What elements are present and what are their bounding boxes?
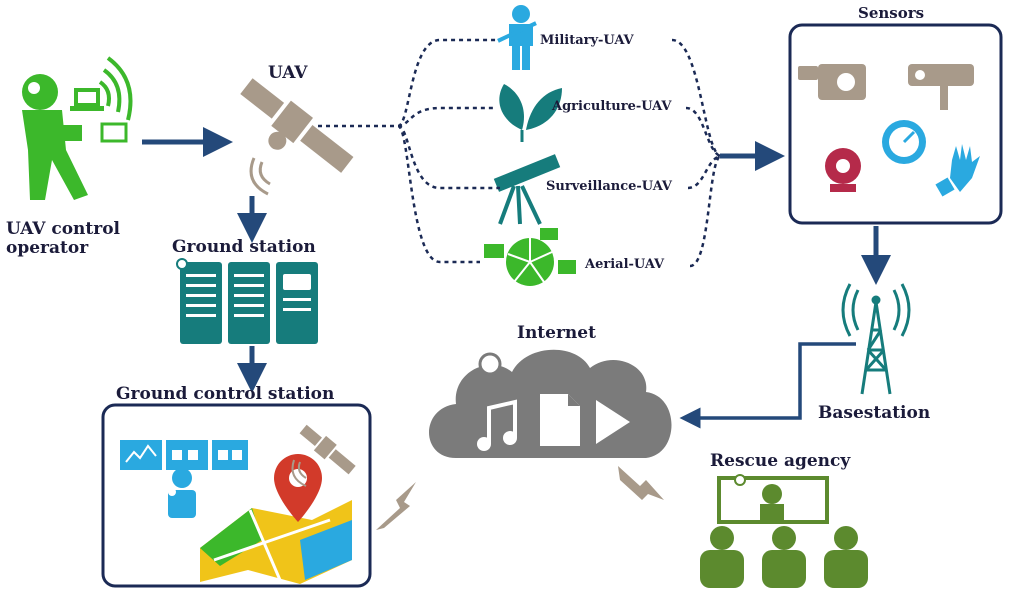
aerial-uav-label: Aerial-UAV — [585, 257, 665, 272]
map-icon — [200, 500, 352, 584]
signal-waves-icon — [249, 157, 271, 196]
ground-station-label: Ground station — [172, 237, 316, 257]
webcam-icon — [825, 148, 861, 192]
laptop-icon — [70, 88, 128, 143]
pie-icon — [484, 228, 576, 286]
cctv-icon — [908, 64, 974, 110]
play-icon — [596, 400, 630, 444]
uav-label: UAV — [268, 63, 308, 83]
basestation-label: Basestation — [818, 403, 931, 423]
operator-label: UAV control operator — [6, 219, 121, 258]
gcs-satellite-icon — [299, 424, 356, 475]
music-icon — [477, 399, 517, 451]
flow-arrows — [142, 127, 891, 393]
sensors-label: Sensors — [858, 4, 925, 22]
agriculture-uav-label: Agriculture-UAV — [552, 99, 672, 114]
operator-person-icon — [22, 74, 88, 200]
ground-control-station-label: Ground control station — [116, 384, 335, 404]
gauge-icon — [882, 120, 926, 164]
server-icon — [176, 258, 318, 344]
camera-icon — [798, 64, 866, 100]
soldier-icon — [497, 5, 537, 70]
ground-control-station-frame — [101, 403, 372, 588]
lightning-icon — [376, 466, 664, 530]
dashboard-icon — [120, 440, 248, 518]
surveillance-uav-label: Surveillance-UAV — [546, 179, 672, 194]
telescope-icon — [493, 154, 561, 225]
group-icon — [700, 474, 868, 588]
map-pin-icon — [274, 454, 322, 522]
tower-icon — [841, 283, 911, 395]
document-icon — [540, 394, 580, 446]
sensors-frame — [788, 23, 1003, 225]
wifi-icon — [98, 56, 133, 121]
uav-types-connectors — [318, 38, 721, 268]
gcs-signal-icon — [291, 459, 307, 487]
leaf-icon — [499, 84, 562, 142]
internet-label: Internet — [517, 323, 596, 343]
basestation-to-internet-arrow — [679, 342, 856, 429]
military-uav-label: Military-UAV — [540, 33, 634, 48]
satellite-icon — [240, 78, 354, 173]
hand-icon — [935, 144, 980, 197]
rescue-agency-label: Rescue agency — [710, 451, 851, 471]
